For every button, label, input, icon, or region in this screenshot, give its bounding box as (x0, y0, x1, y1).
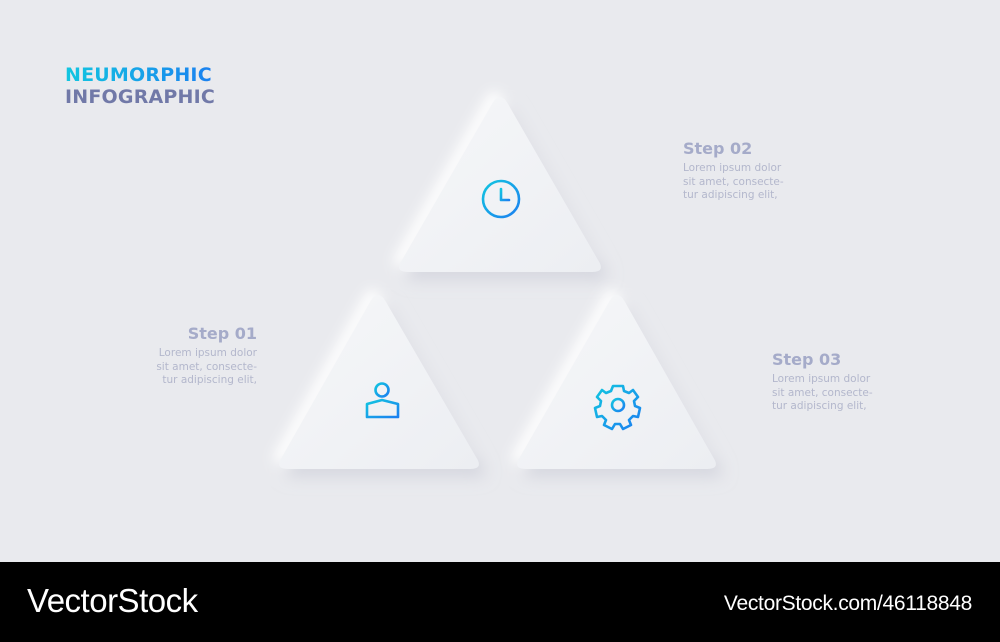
step-01-body: Lorem ipsum dolor sit amet, consecte- tu… (132, 347, 257, 388)
step-02-body: Lorem ipsum dolor sit amet, consecte- tu… (683, 162, 808, 203)
title-line-2: INFOGRAPHIC (65, 86, 216, 108)
step-02-line-3: tur adipiscing elit, (683, 189, 778, 201)
step-01-line-3: tur adipiscing elit, (162, 374, 257, 386)
step-02-line-1: Lorem ipsum dolor (683, 162, 782, 174)
triangle-step-01 (279, 295, 479, 469)
title-line-1: NEUMORPHIC (65, 64, 215, 86)
infographic-title: NEUMORPHIC INFOGRAPHIC (65, 64, 215, 108)
step-03-heading: Step 03 (772, 350, 842, 369)
step-02-line-2: sit amet, consecte- (683, 175, 784, 188)
step-03-text: Step 03 Lorem ipsum dolor sit amet, cons… (772, 350, 897, 414)
step-01-text: Step 01 Lorem ipsum dolor sit amet, cons… (132, 324, 257, 388)
triangle-step-02 (399, 97, 601, 272)
step-01-line-2: sit amet, consecte- (156, 360, 257, 373)
user-icon (365, 382, 400, 419)
brand-logo: VectorStock (27, 582, 198, 619)
image-url: VectorStock.com/46118848 (723, 592, 972, 615)
step-03-line-2: sit amet, consecte- (772, 386, 873, 399)
gear-icon (593, 384, 642, 431)
step-03-line-3: tur adipiscing elit, (772, 400, 867, 412)
step-02-text: Step 02 Lorem ipsum dolor sit amet, cons… (683, 139, 808, 203)
step-02-heading: Step 02 (683, 139, 753, 158)
step-01-heading: Step 01 (187, 324, 257, 343)
triangle-shapes (279, 97, 716, 469)
step-03-body: Lorem ipsum dolor sit amet, consecte- tu… (772, 373, 897, 414)
triangle-step-03 (517, 295, 716, 469)
step-03-line-1: Lorem ipsum dolor (772, 373, 871, 385)
clock-icon (481, 179, 521, 219)
watermark-footer: VectorStock VectorStock.com/46118848 (0, 562, 1000, 642)
infographic-canvas: NEUMORPHIC INFOGRAPHIC (65, 64, 897, 469)
step-01-line-1: Lorem ipsum dolor (158, 347, 257, 359)
